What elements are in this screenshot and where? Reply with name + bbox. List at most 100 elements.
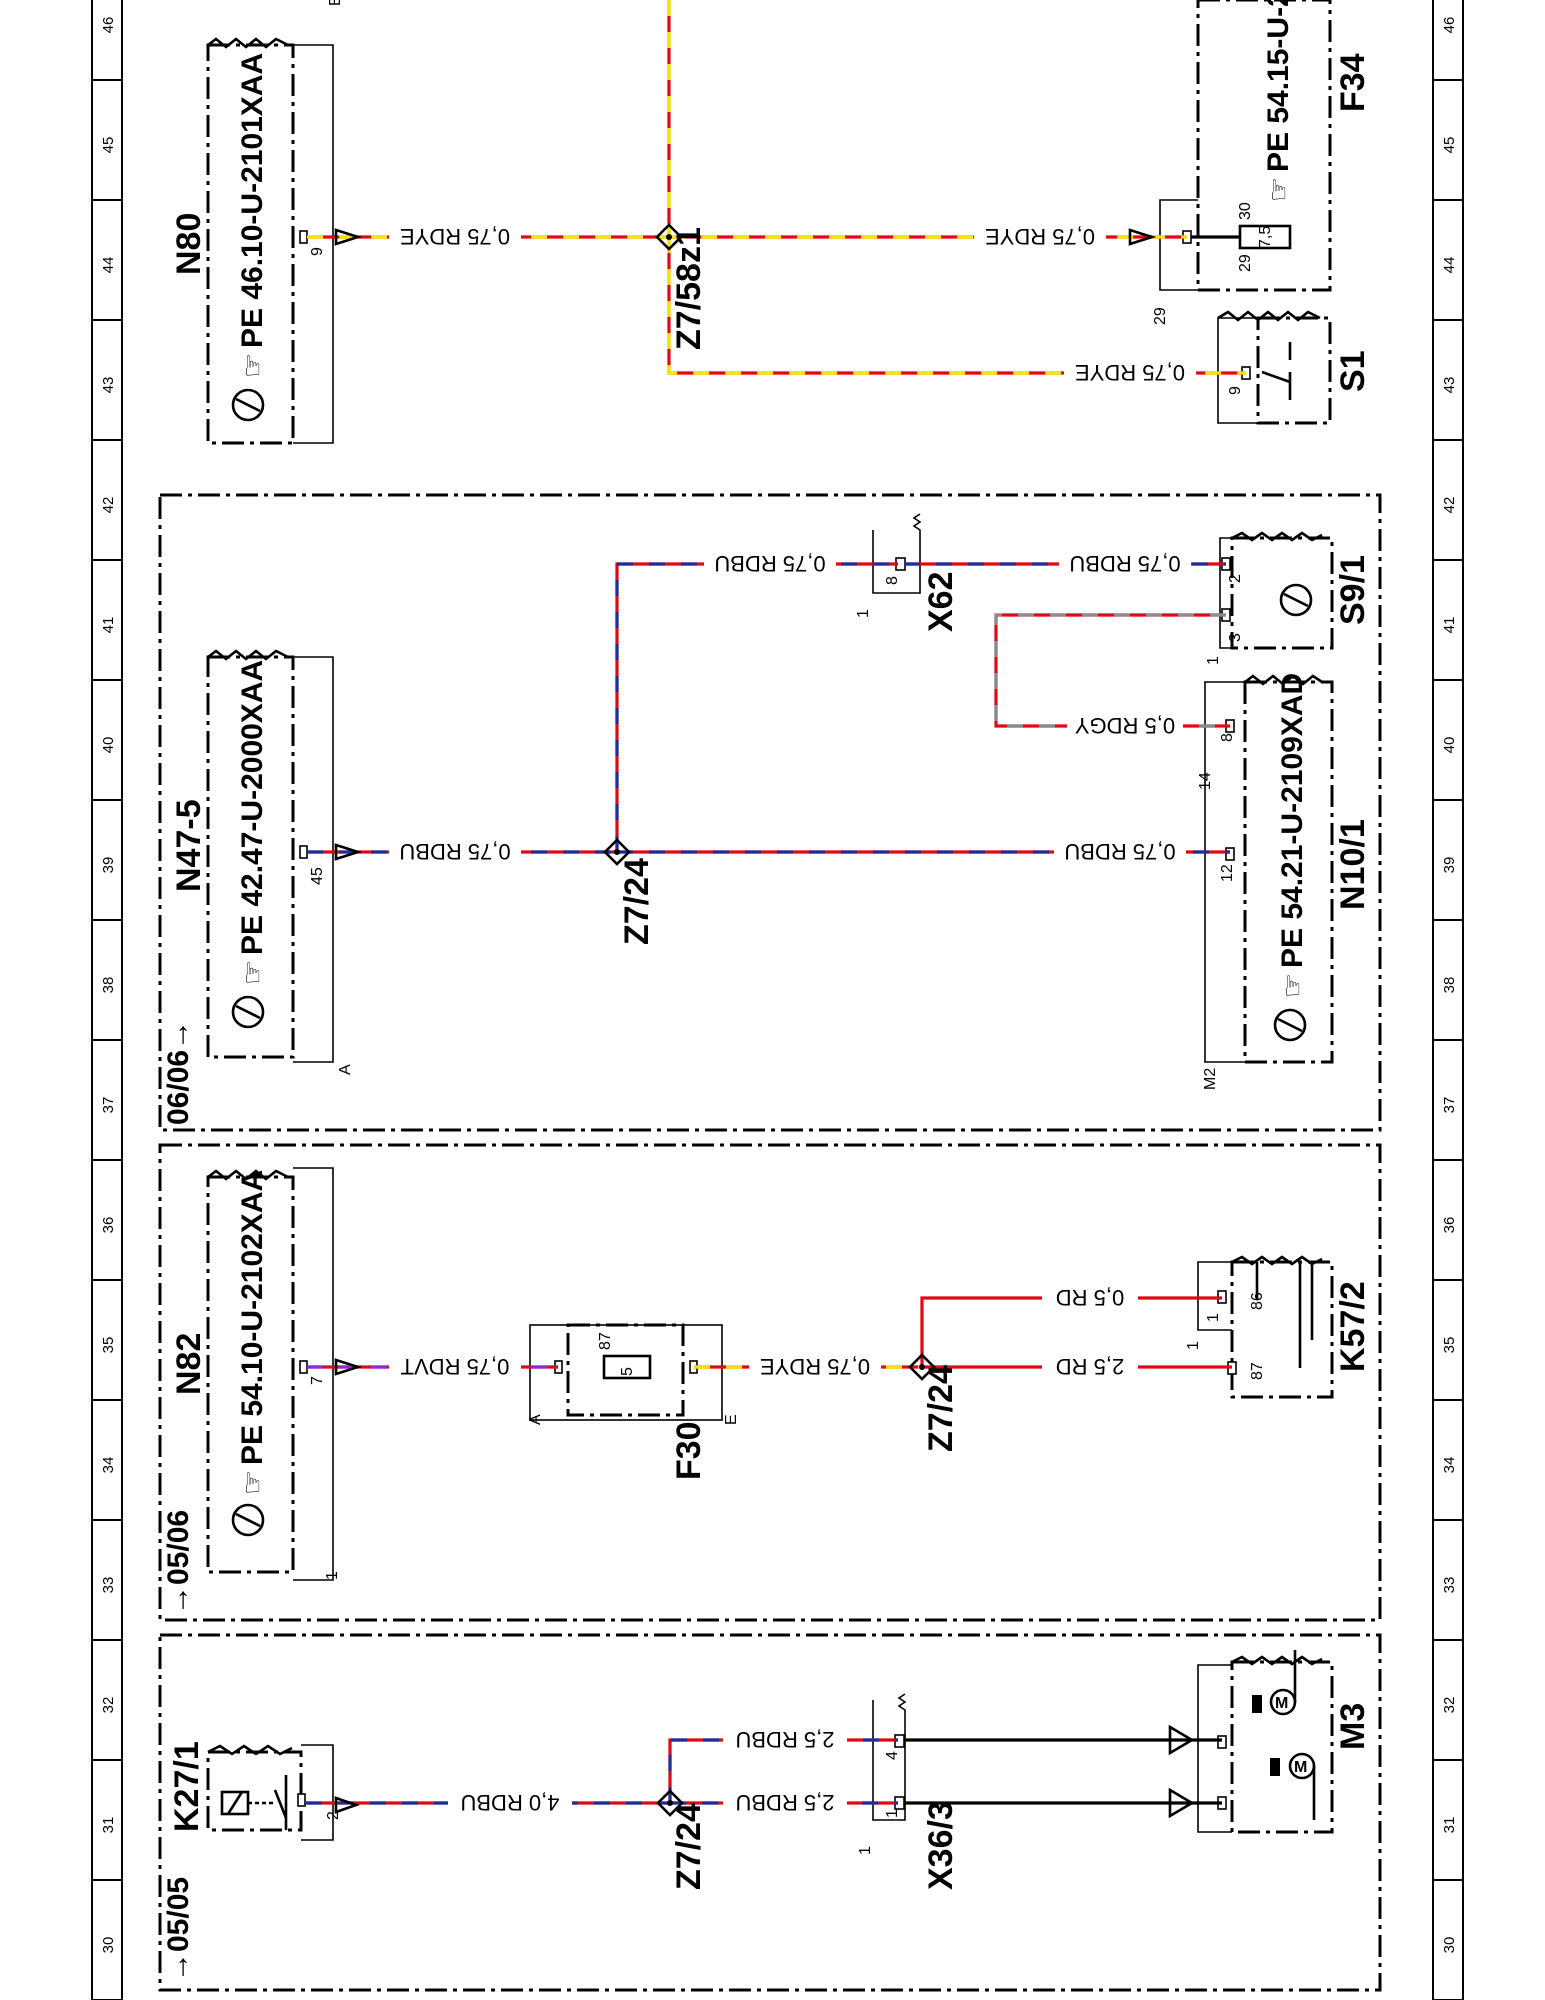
wire-layer bbox=[306, 0, 1246, 1805]
pin-f30-87: 87 bbox=[597, 1332, 614, 1350]
label-n80: N80 bbox=[170, 213, 208, 275]
component-n80: ☞ PE 46.10-U-2101XAA N80 9 bbox=[170, 37, 334, 445]
wire-label-w6: 0,5 RD bbox=[1056, 1285, 1124, 1310]
pin-n10-12: 12 bbox=[1219, 864, 1236, 882]
pin-x62-side: 1 bbox=[855, 609, 872, 618]
label-z7-24-b: Z7/24 bbox=[922, 1365, 960, 1452]
component-k57-2: 86 87 1 1 K57/2 bbox=[1185, 1255, 1372, 1399]
ruler-number-left-40: 40 bbox=[100, 737, 117, 754]
junction-z7-58z1: Z7/58z1 bbox=[655, 223, 708, 350]
pin-f30-a: A bbox=[527, 1414, 544, 1425]
wire-label-w2: 2,5 RDBU bbox=[735, 1790, 834, 1815]
pin-k57-87: 87 bbox=[1249, 1362, 1266, 1380]
control-unit-icon bbox=[231, 388, 265, 422]
pin-x36-1: 1 bbox=[884, 1809, 901, 1818]
section-box-0506 bbox=[158, 1143, 1382, 1622]
junction-z7-24-b: Z7/24 bbox=[908, 1353, 960, 1452]
control-unit-icon bbox=[231, 1503, 265, 1537]
wire-label-w15: 0,75 RDYE bbox=[1075, 360, 1185, 385]
label-m3: M3 bbox=[1334, 1703, 1372, 1750]
component-n10-1: ☞ PE 54.21-U-2109XAD N10/1 8 12 14 M2 bbox=[1197, 673, 1372, 1090]
hand-pointer-icon: ☞ bbox=[1263, 177, 1294, 202]
pin-n10-8: 8 bbox=[1219, 733, 1236, 742]
hand-pointer-icon: ☞ bbox=[237, 1470, 268, 1495]
wire-label-w11: 0,75 RDBU bbox=[1069, 551, 1180, 576]
ruler-number-right-30: 30 bbox=[1441, 1937, 1458, 1954]
ref-n47-5: PE 42.47-U-2000XAA bbox=[236, 660, 269, 955]
ruler-number-right-36: 36 bbox=[1441, 1217, 1458, 1234]
label-s9-1: S9/1 bbox=[1334, 555, 1372, 625]
wire-label-w10: 0,75 RDBU bbox=[714, 551, 825, 576]
fuse-symbol-f30 bbox=[602, 1354, 652, 1380]
pin-x62-8: 8 bbox=[884, 576, 901, 585]
ref-n10-1: PE 54.21-U-2109XAD bbox=[1276, 673, 1309, 968]
ruler-number-left-38: 38 bbox=[100, 977, 117, 994]
wire-label-w13: 0,75 RDYE bbox=[400, 224, 510, 249]
pin-n47-45: 45 bbox=[309, 867, 326, 885]
ruler-number-left-36: 36 bbox=[100, 1217, 117, 1234]
ruler-number-left-34: 34 bbox=[100, 1457, 117, 1474]
pin-n10-m2: M2 bbox=[1202, 1068, 1219, 1090]
pin-n82-7: 7 bbox=[309, 1376, 326, 1385]
pin-x36-side: 1 bbox=[857, 1846, 874, 1855]
pin-s9-3: 3 bbox=[1227, 633, 1244, 642]
label-f34: F34 bbox=[1334, 53, 1372, 112]
component-k27-1: K27/1 2 bbox=[168, 1741, 342, 1841]
ruler-number-right-45: 45 bbox=[1441, 137, 1458, 154]
ruler-number-left-43: 43 bbox=[100, 377, 117, 394]
component-m3: M M M3 bbox=[1197, 1650, 1372, 1834]
junction-z7-24-c: Z7/24 bbox=[603, 838, 656, 945]
ref-n82: PE 54.10-U-2102XAA bbox=[236, 1170, 269, 1465]
connector-x62: 8 1 X62 bbox=[855, 513, 960, 633]
label-x62: X62 bbox=[922, 572, 960, 633]
label-n10-1: N10/1 bbox=[1334, 819, 1372, 910]
pin-n82-1: 1 bbox=[324, 1571, 341, 1580]
svg-text:M: M bbox=[1275, 1695, 1288, 1712]
label-s1: S1 bbox=[1334, 350, 1372, 392]
wire-label-w14: 0,75 RDYE bbox=[985, 224, 1095, 249]
label-n82: N82 bbox=[170, 1333, 208, 1395]
section-marker-0506: →05/06 bbox=[162, 1510, 195, 1615]
ruler-number-left-37: 37 bbox=[100, 1097, 117, 1114]
component-n47-5: ☞ PE 42.47-U-2000XAA N47-5 45 A bbox=[170, 649, 354, 1075]
pin-top-e: E bbox=[327, 0, 344, 6]
wire-label-w4: 0,75 RDVT bbox=[401, 1354, 510, 1379]
connector-x36-3: 4 1 1 X36/3 bbox=[857, 1693, 960, 1890]
pin-k57-1: 1 bbox=[1205, 1313, 1222, 1322]
ruler-number-left-35: 35 bbox=[100, 1337, 117, 1354]
pin-f30-e: E bbox=[723, 1414, 740, 1425]
wire-w10-stripe bbox=[615, 562, 898, 852]
pin-f30-5: 5 bbox=[619, 1367, 636, 1376]
junction-z7-24-a: Z7/24 bbox=[656, 1789, 708, 1890]
wire-label-w1: 4,0 RDBU bbox=[460, 1790, 559, 1815]
wire-label-w8: 0,75 RDBU bbox=[399, 839, 510, 864]
component-s9-1: 2 3 1 S9/1 bbox=[1205, 531, 1372, 665]
component-f34: 7,5 30 29 29 ☞ PE 54.15-U-2 F34 E bbox=[327, 0, 1372, 325]
wire-label-w7: 2,5 RD bbox=[1056, 1354, 1124, 1379]
ref-f34: PE 54.15-U-2 bbox=[1262, 0, 1295, 172]
component-s1: 9 S1 bbox=[1217, 310, 1372, 425]
svg-text:M: M bbox=[1294, 1759, 1307, 1776]
pin-s9-2: 2 bbox=[1227, 574, 1244, 583]
ruler-number-right-31: 31 bbox=[1441, 1817, 1458, 1834]
hand-pointer-icon: ☞ bbox=[1277, 973, 1308, 998]
hand-pointer-icon: ☞ bbox=[237, 960, 268, 985]
ruler-number-left-44: 44 bbox=[100, 257, 117, 274]
switch-icon bbox=[1261, 370, 1291, 384]
label-z7-58z1: Z7/58z1 bbox=[670, 227, 708, 350]
label-z7-24-c: Z7/24 bbox=[618, 858, 656, 945]
ruler-number-right-46: 46 bbox=[1441, 17, 1458, 34]
control-unit-icon bbox=[231, 995, 265, 1029]
ruler-number-right-37: 37 bbox=[1441, 1097, 1458, 1114]
pin-k57-86: 86 bbox=[1249, 1292, 1266, 1310]
section-box-0505 bbox=[158, 1633, 1382, 1992]
ruler-number-right-32: 32 bbox=[1441, 1697, 1458, 1714]
label-z7-24-a: Z7/24 bbox=[670, 1803, 708, 1890]
ruler-number-right-43: 43 bbox=[1441, 377, 1458, 394]
ruler-number-right-39: 39 bbox=[1441, 857, 1458, 874]
section-box-0606 bbox=[158, 493, 1382, 1132]
pin-f34-29b: 29 bbox=[1152, 307, 1169, 325]
ruler-number-right-38: 38 bbox=[1441, 977, 1458, 994]
